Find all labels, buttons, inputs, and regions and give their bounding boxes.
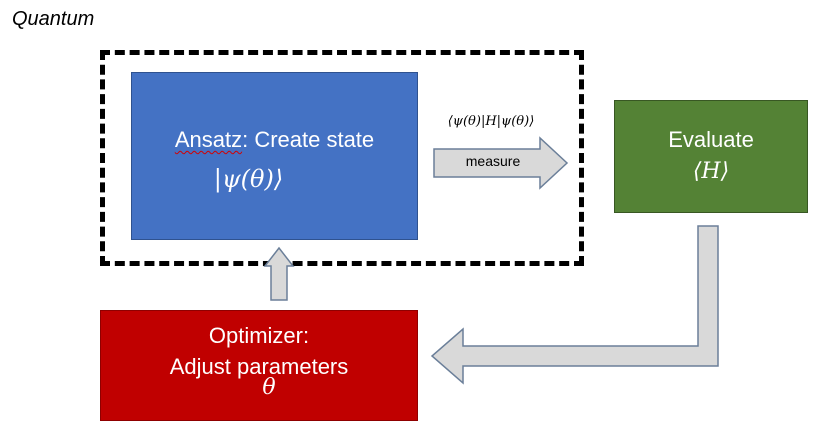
- ansatz-box: Ansatz: Create state |ψ(θ)⟩: [131, 72, 418, 240]
- optimizer-title-line1: Optimizer:: [208, 323, 310, 348]
- ansatz-title-keyword: Ansatz: [174, 127, 243, 152]
- optimizer-box: Optimizer: Adjust parameters θ: [100, 310, 418, 421]
- hamiltonian-expectation: ⟨H⟩: [692, 159, 730, 184]
- measure-arrow: [433, 136, 569, 190]
- measure-label: measure: [465, 153, 521, 169]
- ansatz-title-rest: : Create state: [242, 127, 375, 152]
- feedback-arrow: [430, 225, 719, 385]
- evaluate-box: Evaluate ⟨H⟩: [614, 100, 808, 213]
- parameter-theta: θ: [262, 375, 276, 400]
- ansatz-title: Ansatz: Create state: [132, 127, 417, 153]
- expectation-formula: ⟨ψ(θ)|H|ψ(θ)⟩: [447, 114, 535, 129]
- optimizer-title-line2: Adjust parameters: [169, 354, 349, 379]
- evaluate-title: Evaluate: [668, 127, 754, 152]
- update-arrow: [263, 246, 295, 301]
- quantum-region-label: Quantum: [12, 8, 95, 30]
- ansatz-state-formula: |ψ(θ)⟩: [213, 165, 284, 193]
- quantum-region-border: [100, 50, 584, 266]
